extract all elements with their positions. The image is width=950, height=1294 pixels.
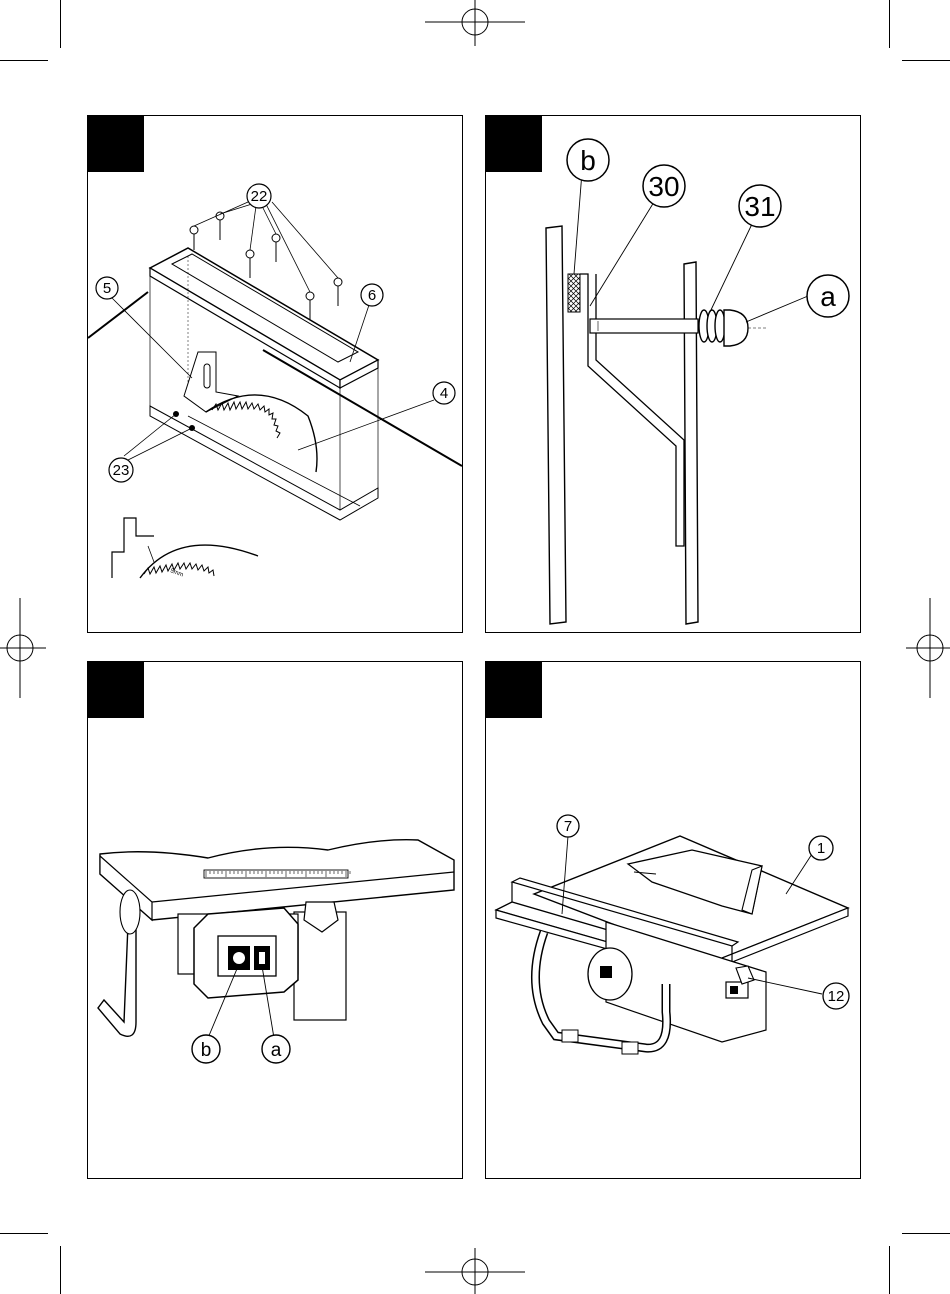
registration-mark-bottom — [425, 1246, 525, 1294]
figure-panel-bottom-right: 7 1 12 — [485, 661, 861, 1179]
registration-mark-top — [425, 0, 525, 48]
detail-dimension-label: 5mm — [169, 568, 184, 578]
callout-7-label: 7 — [564, 818, 572, 835]
callout-23-label: 23 — [113, 462, 130, 479]
switch-unit-drawing: b a — [88, 662, 462, 1178]
callout-a-label: a — [271, 1040, 282, 1061]
figure-panel-top-right: b 30 31 a — [485, 115, 861, 633]
figure-panel-top-left: 22 5 6 4 23 5mm — [87, 115, 463, 633]
registration-mark-left — [0, 598, 48, 698]
callout-31-label: 31 — [744, 191, 775, 222]
crop-mark — [902, 60, 950, 61]
callout-b-label: b — [201, 1040, 212, 1061]
riving-knife-guard-drawing: 22 5 6 4 23 5mm — [88, 116, 462, 632]
table-saw-drawing: 7 1 12 — [486, 662, 860, 1178]
callout-12-label: 12 — [828, 988, 845, 1005]
callout-5-label: 5 — [103, 280, 111, 297]
crop-mark — [902, 1233, 950, 1234]
callout-b-label: b — [580, 145, 596, 176]
registration-mark-right — [902, 598, 950, 698]
figure-panel-bottom-left: b a — [87, 661, 463, 1179]
crop-mark — [60, 1246, 61, 1294]
riving-knife-spring-drawing: b 30 31 a — [486, 116, 860, 632]
callout-6-label: 6 — [368, 287, 376, 304]
crop-mark — [60, 0, 61, 48]
blade-clearance-detail: 5mm — [112, 518, 258, 578]
callout-22-label: 22 — [251, 188, 268, 205]
callout-a-label: a — [820, 281, 836, 312]
crop-mark — [889, 0, 890, 48]
callout-4-label: 4 — [440, 385, 448, 402]
callout-30-label: 30 — [648, 171, 679, 202]
crop-mark — [889, 1246, 890, 1294]
callout-1-label: 1 — [817, 840, 825, 857]
crop-mark — [0, 1233, 48, 1234]
crop-mark — [0, 60, 48, 61]
